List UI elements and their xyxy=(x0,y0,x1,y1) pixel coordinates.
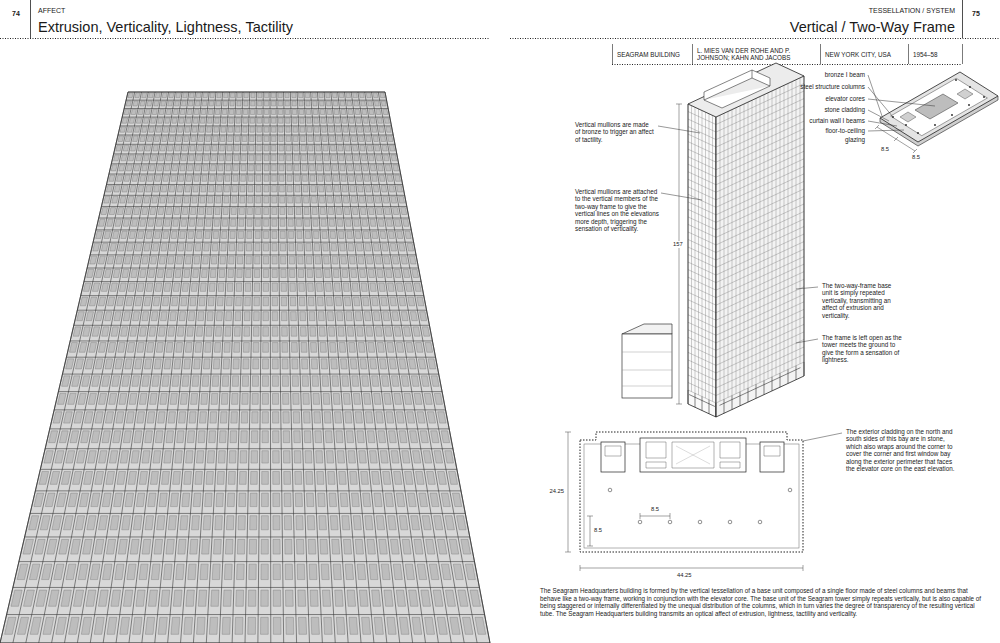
cell-separator xyxy=(820,44,821,64)
page-number: 74 xyxy=(12,10,28,18)
dimension: 8.5 xyxy=(648,506,662,513)
mullion-grid xyxy=(0,92,490,643)
detail-dimension xyxy=(875,125,917,153)
annex-face xyxy=(622,334,672,398)
leader-line xyxy=(796,287,818,289)
dimension-line xyxy=(679,104,680,404)
core-hatch xyxy=(676,446,710,464)
part-label: curtain wall I beams xyxy=(775,117,865,125)
slab-inner xyxy=(891,78,988,135)
open-base-columns xyxy=(716,362,804,417)
part-label: bronze I beam xyxy=(775,71,865,79)
dimension-tick xyxy=(676,104,682,105)
dimension: 8.5 xyxy=(912,154,926,161)
header-rules xyxy=(0,0,1000,65)
core-block xyxy=(601,442,625,472)
height-dimension xyxy=(676,104,682,404)
leader-line xyxy=(803,433,842,441)
header-cell: SEAGRAM BUILDING xyxy=(617,51,691,59)
detail-leaders xyxy=(868,75,935,131)
cell-separator xyxy=(692,44,693,64)
annex-block xyxy=(622,324,672,398)
dotted-rule xyxy=(0,38,490,39)
dimension-tick xyxy=(676,404,682,405)
floor-plan xyxy=(565,432,803,571)
header-cell: L. MIES VAN DER ROHE AND P. JOHNSON; KAH… xyxy=(697,47,817,62)
core-block xyxy=(915,94,958,119)
dimension: 44.25 xyxy=(676,572,693,579)
tower-roof xyxy=(688,63,804,117)
page-number: 75 xyxy=(972,10,992,18)
callout-note: Vertical mullions are made of bronze to … xyxy=(575,121,655,143)
dotted-rule xyxy=(510,38,1000,39)
part-label: elevator cores xyxy=(775,95,865,103)
tower-leaders xyxy=(658,126,842,441)
leader-line xyxy=(658,126,700,133)
plan-dimensions xyxy=(565,432,803,571)
annex-top xyxy=(622,324,672,334)
cladding-outline xyxy=(580,432,803,552)
header-cell: NEW YORK CITY, USA xyxy=(825,51,907,59)
core-rooms xyxy=(605,442,780,468)
callout-note: The frame is left open as the tower meet… xyxy=(822,334,902,364)
header-cell: 1954–58 xyxy=(913,51,960,59)
page-heading: Vertical / Two-Way Frame xyxy=(615,19,955,36)
column-dots xyxy=(892,79,985,134)
plan-columns xyxy=(608,488,792,524)
dimension: 24.25 xyxy=(534,488,564,495)
dimension: 8.5 xyxy=(881,146,895,153)
tower-edge xyxy=(716,76,804,417)
facade-perspective xyxy=(0,92,490,643)
slab-outline xyxy=(880,72,998,142)
floor-plate-detail xyxy=(868,72,998,153)
part-label: steel structure columns xyxy=(775,83,865,91)
callout-note: The two-way-frame base unit is simply re… xyxy=(822,282,902,319)
annex-lines xyxy=(622,352,672,386)
roof-bulkhead xyxy=(704,70,770,108)
cell-separator xyxy=(908,44,909,64)
part-label: stone cladding xyxy=(775,106,865,114)
section-label: AFFECT xyxy=(38,7,158,15)
cell-separator xyxy=(612,44,613,64)
open-base-columns xyxy=(688,390,716,417)
tower-axonometric xyxy=(688,63,804,417)
page-heading: Extrusion, Verticality, Lightness, Tacti… xyxy=(38,19,488,36)
tower-edge xyxy=(688,104,716,417)
callout-note: Vertical mullions are attached to the ve… xyxy=(575,188,659,232)
core-block xyxy=(640,438,746,472)
caption: The Seagram Headquarters building is for… xyxy=(540,587,988,617)
core-block xyxy=(900,112,916,122)
tower-face xyxy=(688,104,716,417)
leader-line xyxy=(661,193,702,200)
dimension: 157 xyxy=(672,241,684,248)
core-block xyxy=(760,442,784,472)
tower-grid xyxy=(688,104,716,403)
tower-face xyxy=(716,76,804,417)
dotted-rule xyxy=(612,64,962,65)
header-rule xyxy=(30,0,31,38)
header-rule xyxy=(962,0,963,38)
callout-note: The exterior cladding on the north and s… xyxy=(846,428,960,472)
tower-grid xyxy=(716,76,804,403)
part-label: floor-to-ceiling glazing xyxy=(809,127,865,144)
facade-surface xyxy=(0,92,490,643)
section-label: TESSELLATION / SYSTEM xyxy=(755,7,955,15)
leader-line xyxy=(796,339,818,343)
dimension: 8.5 xyxy=(594,527,608,534)
cell-separator xyxy=(962,44,963,64)
core-block xyxy=(957,89,973,99)
